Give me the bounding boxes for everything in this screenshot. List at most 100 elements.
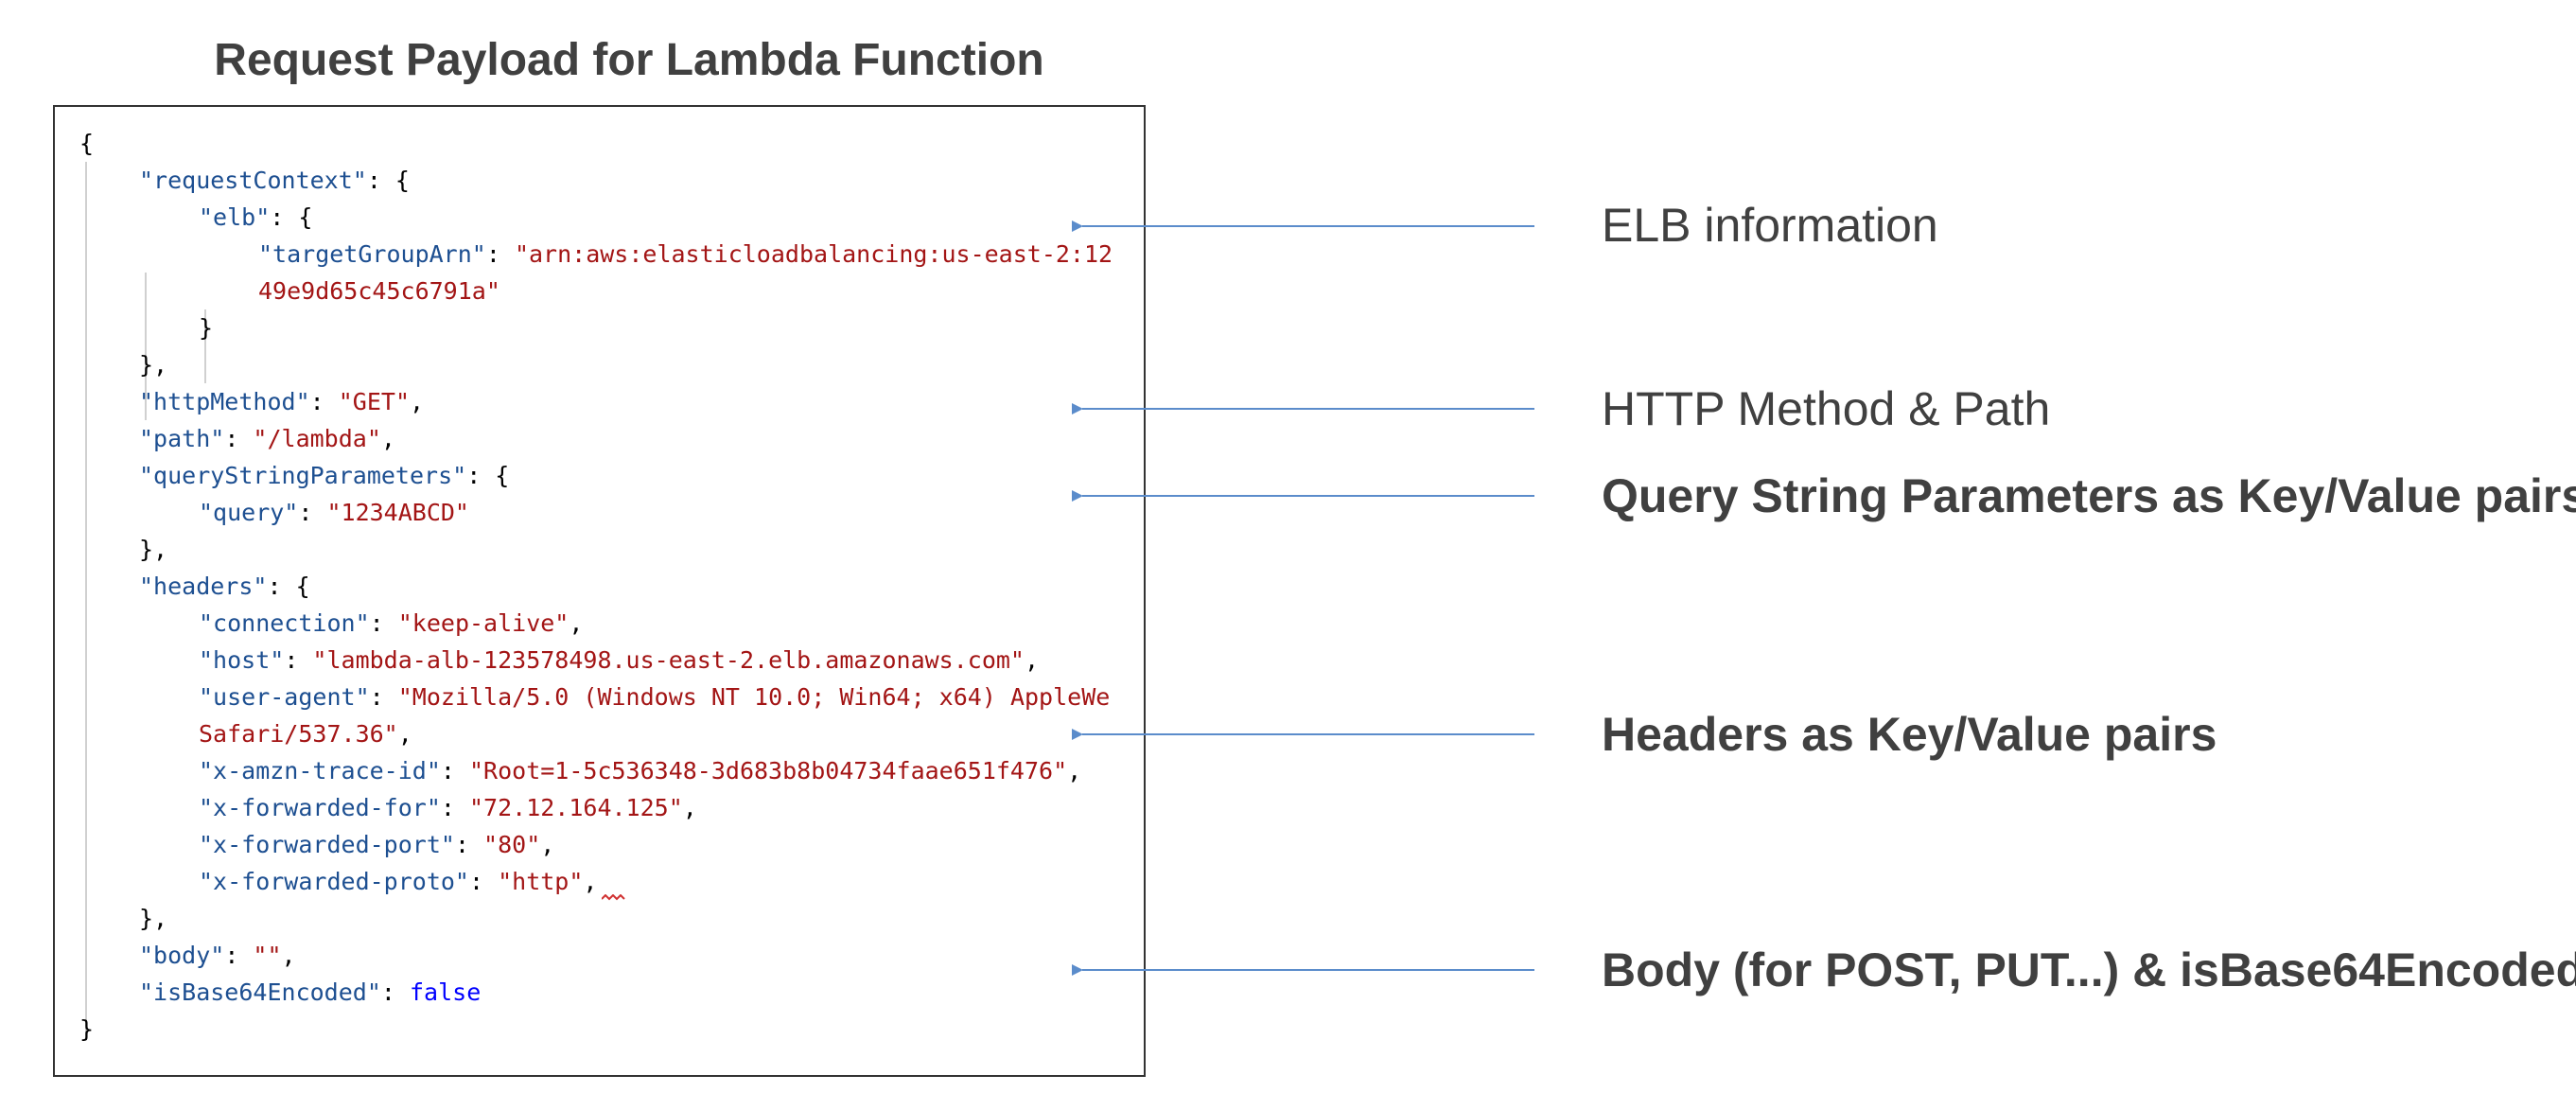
code-line: "elb": { bbox=[199, 199, 312, 236]
json-string-value: "GET" bbox=[338, 388, 410, 415]
code-line: "connection": "keep-alive", bbox=[199, 605, 583, 642]
json-string-value: "1234ABCD" bbox=[326, 499, 469, 526]
json-key: "httpMethod" bbox=[139, 388, 310, 415]
json-string-value: "" bbox=[253, 942, 282, 969]
code-line: "httpMethod": "GET", bbox=[139, 383, 424, 420]
code-line: { bbox=[79, 125, 94, 162]
code-punctuation: : bbox=[454, 831, 484, 858]
code-line: "x-forwarded-port": "80", bbox=[199, 826, 554, 863]
json-string-value: "lambda-alb-123578498.us-east-2.elb.amaz… bbox=[312, 646, 1025, 674]
json-key: "query" bbox=[199, 499, 299, 526]
json-key: "isBase64Encoded" bbox=[139, 978, 381, 1006]
code-line: "headers": { bbox=[139, 568, 310, 605]
indent-guide bbox=[85, 162, 87, 1040]
json-key: "path" bbox=[139, 425, 225, 452]
code-line: "targetGroupArn": "arn:aws:elasticloadba… bbox=[258, 236, 1113, 273]
code-punctuation: , bbox=[1067, 757, 1082, 784]
json-key: "x-amzn-trace-id" bbox=[199, 757, 441, 784]
code-punctuation: : bbox=[309, 388, 339, 415]
code-punctuation: : { bbox=[267, 573, 310, 600]
code-punctuation: } bbox=[79, 1015, 95, 1043]
spellcheck-squiggle bbox=[602, 894, 625, 901]
code-punctuation: : bbox=[440, 794, 469, 821]
code-line: "isBase64Encoded": false bbox=[139, 974, 481, 1011]
code-punctuation: : bbox=[380, 978, 410, 1006]
json-key: "x-forwarded-for" bbox=[199, 794, 441, 821]
code-punctuation: : bbox=[224, 425, 254, 452]
code-punctuation: , bbox=[397, 720, 412, 748]
code-punctuation: : bbox=[369, 609, 398, 637]
code-line: }, bbox=[139, 531, 167, 568]
code-line: "query": "1234ABCD" bbox=[199, 494, 469, 531]
json-key: "user-agent" bbox=[199, 683, 370, 711]
indent-guide bbox=[145, 273, 147, 420]
json-key: "requestContext" bbox=[139, 167, 367, 194]
code-line: "x-amzn-trace-id": "Root=1-5c536348-3d68… bbox=[199, 752, 1081, 789]
code-line: Safari/537.36", bbox=[199, 715, 412, 752]
json-string-value: "arn:aws:elasticloadbalancing:us-east-2:… bbox=[514, 240, 1113, 268]
code-punctuation: { bbox=[79, 130, 95, 157]
code-line: "host": "lambda-alb-123578498.us-east-2.… bbox=[199, 642, 1039, 679]
code-punctuation: , bbox=[1025, 646, 1040, 674]
json-key: "body" bbox=[139, 942, 225, 969]
code-line: } bbox=[199, 309, 213, 346]
code-punctuation: , bbox=[380, 425, 395, 452]
json-string-value: 49e9d65c45c6791a" bbox=[258, 277, 500, 305]
code-punctuation: , bbox=[583, 868, 598, 895]
diagram-title: Request Payload for Lambda Function bbox=[214, 35, 1044, 85]
code-punctuation: : bbox=[284, 646, 313, 674]
code-line: "x-forwarded-proto": "http", bbox=[199, 863, 597, 900]
code-punctuation: } bbox=[199, 314, 214, 342]
json-string-value: Safari/537.36" bbox=[199, 720, 398, 748]
json-key: "queryStringParameters" bbox=[139, 462, 467, 489]
json-boolean-value: false bbox=[409, 978, 482, 1006]
code-punctuation: , bbox=[281, 942, 296, 969]
json-key: "host" bbox=[199, 646, 285, 674]
code-punctuation: , bbox=[540, 831, 555, 858]
code-line: "path": "/lambda", bbox=[139, 420, 395, 457]
code-punctuation: }, bbox=[139, 905, 168, 932]
code-punctuation: : { bbox=[270, 203, 313, 231]
code-line: "user-agent": "Mozilla/5.0 (Windows NT 1… bbox=[199, 679, 1110, 715]
code-punctuation: , bbox=[682, 794, 697, 821]
json-code-block: {"requestContext": {"elb": {"targetGroup… bbox=[53, 105, 1146, 1077]
annotation-body: Body (for POST, PUT...) & isBase64Encode… bbox=[1602, 943, 2576, 996]
code-line: "x-forwarded-for": "72.12.164.125", bbox=[199, 789, 697, 826]
code-punctuation: , bbox=[410, 388, 425, 415]
annotation-query-string-parameters: Query String Parameters as Key/Value pai… bbox=[1602, 469, 2576, 522]
json-string-value: "http" bbox=[498, 868, 584, 895]
json-key: "x-forwarded-proto" bbox=[199, 868, 469, 895]
code-punctuation: , bbox=[569, 609, 584, 637]
code-line: }, bbox=[139, 346, 167, 383]
annotation-http-method-path: HTTP Method & Path bbox=[1602, 382, 2051, 435]
code-line: "queryStringParameters": { bbox=[139, 457, 509, 494]
code-punctuation: : bbox=[369, 683, 398, 711]
json-string-value: "80" bbox=[483, 831, 541, 858]
json-key: "elb" bbox=[199, 203, 271, 231]
json-key: "headers" bbox=[139, 573, 268, 600]
json-key: "targetGroupArn" bbox=[258, 240, 486, 268]
code-punctuation: : { bbox=[466, 462, 510, 489]
code-line: "requestContext": { bbox=[139, 162, 410, 199]
json-string-value: "keep-alive" bbox=[397, 609, 570, 637]
annotation-elb-information: ELB information bbox=[1602, 199, 1938, 252]
json-string-value: "Root=1-5c536348-3d683b8b04734faae651f47… bbox=[468, 757, 1068, 784]
code-line: "body": "", bbox=[139, 937, 296, 974]
code-punctuation: }, bbox=[139, 351, 168, 379]
json-string-value: "Mozilla/5.0 (Windows NT 10.0; Win64; x6… bbox=[397, 683, 1111, 711]
json-string-value: "72.12.164.125" bbox=[468, 794, 683, 821]
code-punctuation: : { bbox=[366, 167, 410, 194]
json-string-value: "/lambda" bbox=[253, 425, 381, 452]
code-line: }, bbox=[139, 900, 167, 937]
json-key: "x-forwarded-port" bbox=[199, 831, 455, 858]
code-punctuation: }, bbox=[139, 536, 168, 563]
code-punctuation: : bbox=[468, 868, 499, 895]
code-line: 49e9d65c45c6791a" bbox=[258, 273, 500, 309]
annotation-headers: Headers as Key/Value pairs bbox=[1602, 708, 2217, 761]
indent-guide bbox=[204, 309, 206, 383]
json-key: "connection" bbox=[199, 609, 370, 637]
code-punctuation: : bbox=[440, 757, 469, 784]
code-punctuation: : bbox=[224, 942, 254, 969]
code-line: } bbox=[79, 1011, 94, 1048]
